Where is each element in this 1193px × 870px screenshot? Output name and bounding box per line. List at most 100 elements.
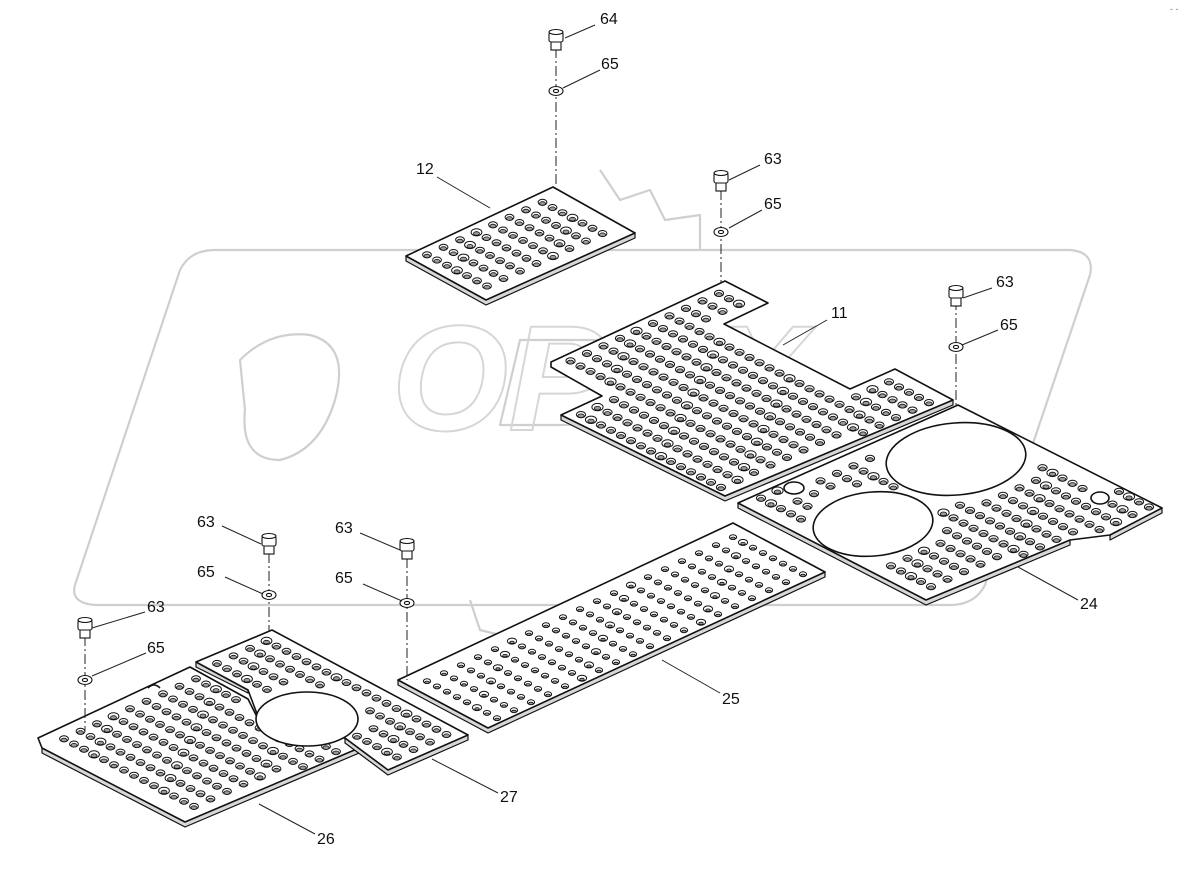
perforation-hole-shade [800,573,806,578]
perforation-hole-shade [1016,535,1024,540]
perforation-hole-shade [603,656,609,660]
bolts [77,28,964,639]
perforation-hole-shade [100,758,108,763]
perforation-hole-shade [177,782,184,787]
perforation-hole-shade [675,319,684,325]
washer-hole-icon [403,600,411,606]
perforation-hole-shade [506,264,514,270]
perforation-hole-shade [927,585,935,591]
perforation-hole-shade [793,499,802,505]
perforation-hole-shade [907,575,915,580]
perforation-hole-shade [826,484,835,490]
perforation-hole-shade [563,635,569,639]
perforation-hole-shade [463,274,471,279]
perforation-hole-shade [423,253,431,259]
perforation-hole-shade [609,349,618,355]
perforation-hole-shade [696,427,705,433]
perforation-hole-shade [809,405,817,411]
perforation-hole-shade [269,750,277,755]
perforation-hole-shade [716,389,724,394]
perforation-hole-shade [917,580,925,585]
perforation-hole-shade [93,722,101,728]
perforation-hole-shade [532,213,540,219]
perforation-hole-shade [630,653,636,658]
perforation-hole-shade [433,728,440,733]
perforation-hole-shade [193,726,200,731]
perforation-hole-shade [613,661,619,666]
perforation-hole-shade [1118,508,1127,513]
perforation-hole-shade [289,760,297,765]
perforation-hole-shade [451,677,457,682]
perforation-hole-shade [606,380,615,386]
plate-24-holes [755,454,1155,591]
perforation-hole-shade [259,744,267,750]
perforation-hole-shade [966,509,974,514]
perforation-hole-shade [343,681,350,686]
perforation-hole-shade [742,386,751,392]
perforation-hole-shade [599,232,606,237]
perforation-hole-shade [539,656,545,660]
perforation-hole-shade [706,384,714,389]
perforation-hole-shade [434,685,440,690]
perforation-hole-shade [587,418,595,424]
perforation-hole-shade [930,554,938,560]
perforation-hole-shade [569,216,576,222]
perforation-hole-shade [366,709,374,715]
perforation-hole-shade [373,697,380,702]
perforation-hole-shade [597,619,603,623]
plate-27-cutout [255,691,359,747]
perforation-hole-shade [513,252,520,257]
perforation-hole-shade [749,422,758,428]
perforation-hole-shade [722,600,728,604]
perforation-hole-shade [996,524,1004,530]
perforation-hole-shade [202,683,210,688]
perforation-hole-shade [1115,490,1123,495]
perforation-hole-shade [509,234,517,239]
perforation-hole-shade [966,557,975,563]
perforation-hole-shade [223,790,231,795]
perforation-hole-shade [903,557,912,562]
perforation-hole-shade [494,717,500,722]
perforation-hole-shade [489,223,497,229]
perforation-hole-shade [1068,482,1077,487]
perforation-hole-shade [882,411,890,416]
perforation-hole-shade [983,550,991,555]
perforation-hole-shade [157,771,164,777]
perforation-hole-shade [423,723,430,728]
perforation-hole-shade [833,472,841,477]
perforation-hole-shade [736,573,742,578]
perforation-hole-shade [775,371,784,377]
perforation-hole-shade [729,587,735,591]
perforation-hole-shade [726,568,732,572]
perforation-hole-shade [666,411,675,417]
perforation-hole-shade [293,655,300,660]
perforation-hole-shade [552,680,558,684]
perforation-hole-shade [216,754,224,759]
plate-24-round-hole [783,481,805,495]
perforation-hole-shade [789,395,797,400]
perforation-hole-shade [960,570,968,576]
perforation-hole-shade [845,408,854,414]
perforation-hole-shade [223,741,230,747]
perforation-hole-shade [512,659,518,663]
perforation-hole-shade [473,231,480,236]
perforation-hole-shade [943,529,951,535]
perforation-hole-shade [213,785,221,790]
perforation-hole-shade [783,581,789,586]
perforation-hole-shade [117,751,124,756]
perforation-hole-shade [383,750,391,756]
perforation-hole-shade [950,565,958,570]
perforation-hole-shade [650,419,658,424]
perforation-hole-shade [976,514,984,520]
perforation-hole-shade [322,745,330,750]
perforation-hole-shade [390,738,397,743]
perforation-hole-shade [802,418,811,423]
callout-63: 63 [197,514,215,531]
perforation-hole-shade [166,728,174,733]
perforation-hole-shade [643,383,651,389]
perforation-hole-shade [769,433,778,438]
perforation-hole-shade [1062,494,1070,500]
plate-24-large-cutout [885,421,1027,497]
perforation-hole-shade [706,557,712,562]
perforation-hole-shade [624,616,630,620]
